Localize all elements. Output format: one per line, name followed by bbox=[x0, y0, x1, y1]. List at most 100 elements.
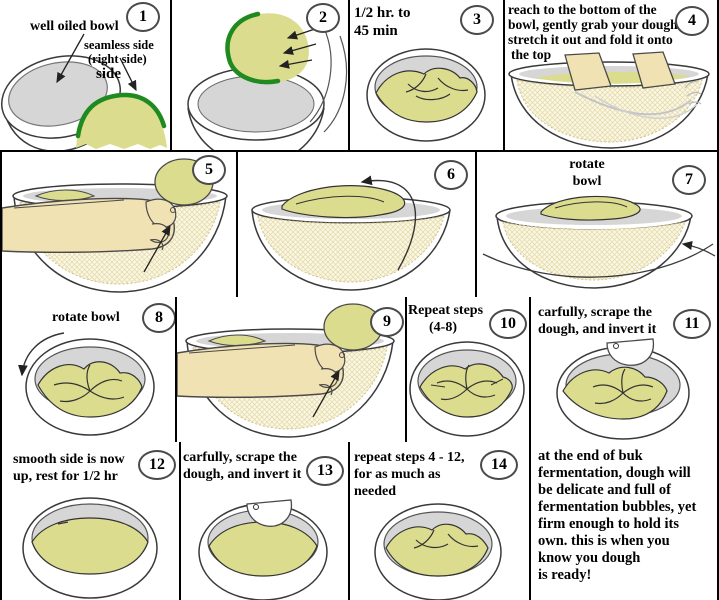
dough-crease bbox=[465, 364, 470, 390]
step-1-drawing bbox=[0, 33, 167, 150]
dough-smooth bbox=[208, 521, 318, 577]
step-8-drawing bbox=[18, 332, 155, 436]
arm-faint-outline bbox=[574, 91, 692, 116]
panel-step-6: 6 bbox=[238, 152, 477, 297]
step-10-badge: 10 bbox=[489, 309, 527, 339]
panel-step-1: well oiled bowl seamless side (right sid… bbox=[0, 0, 172, 150]
step-10-drawing bbox=[409, 341, 525, 437]
final-note-line: be delicate and full of bbox=[538, 482, 671, 498]
dough-lump bbox=[34, 189, 96, 201]
step-7-caption-line-2: bowl bbox=[572, 174, 602, 189]
step-14-caption-line-3: needed bbox=[354, 484, 396, 499]
dough-crease bbox=[415, 93, 451, 101]
fold-arrow bbox=[360, 175, 417, 271]
hand-faint-fingers bbox=[684, 81, 702, 105]
step-13-caption-line-2: dough, and invert it bbox=[183, 467, 302, 482]
panel-step-5: 5 bbox=[0, 152, 238, 297]
step-10-caption-line-1: Repeat steps bbox=[408, 303, 484, 318]
panel-step-7: rotate bowl 7 bbox=[477, 152, 719, 297]
dough-smooth bbox=[31, 517, 149, 575]
panel-step-13: carfully, scrape the dough, and invert i… bbox=[181, 442, 350, 600]
final-note-line: fermentation, dough will bbox=[538, 465, 691, 481]
dough-crease bbox=[447, 533, 479, 548]
final-note-line: at the end of buk bbox=[538, 448, 643, 464]
arm-right bbox=[632, 51, 676, 89]
dough bbox=[375, 67, 478, 123]
hand bbox=[145, 198, 177, 228]
step-3-badge: 3 bbox=[460, 5, 494, 35]
dough-mound bbox=[540, 195, 641, 221]
scraper-hole bbox=[613, 343, 619, 349]
dough-crease bbox=[621, 368, 626, 394]
panel-final-note: at the end of buk fermentation, dough wi… bbox=[531, 442, 719, 600]
step-13-drawing bbox=[198, 499, 328, 600]
final-note-text: at the end of buk fermentation, dough wi… bbox=[538, 448, 696, 584]
flip-arrow-2 bbox=[282, 43, 317, 55]
dough-crease bbox=[466, 388, 496, 398]
dough-crease bbox=[89, 378, 123, 392]
step-11-caption-line-1: carfully, scrape the bbox=[538, 305, 652, 320]
dough-crease bbox=[413, 529, 435, 549]
final-note-line: is ready! bbox=[538, 567, 592, 583]
arrow-to-bowl bbox=[56, 33, 85, 84]
thumb-nail bbox=[170, 207, 176, 213]
scraper-hole bbox=[253, 504, 259, 510]
arm-left bbox=[564, 52, 612, 91]
panel-step-3: 1/2 hr. to 45 min 3 bbox=[350, 0, 505, 150]
step-3-caption-line-1: 1/2 hr. to bbox=[354, 5, 411, 21]
step-8-badge: 8 bbox=[142, 303, 175, 333]
dough-crease bbox=[622, 392, 652, 402]
dough-hatch bbox=[502, 221, 686, 281]
final-note-line: own. this is when you bbox=[538, 533, 670, 549]
panel-step-9: 9 bbox=[177, 297, 407, 442]
dough-crease bbox=[405, 73, 427, 93]
arm-top-line bbox=[188, 344, 296, 354]
step-3-caption-line-2: 45 min bbox=[354, 23, 398, 39]
dough-crease bbox=[436, 380, 468, 390]
step-11-caption-line-2: dough, and invert it bbox=[538, 322, 657, 337]
step-4-caption-line-1: reach to the bottom of the bbox=[508, 2, 657, 17]
mound-line bbox=[554, 201, 628, 209]
arm-faint-outline bbox=[594, 95, 698, 120]
step-14-caption-line-2: for as much as bbox=[354, 467, 441, 482]
final-note-line: fermentation bubbles, yet bbox=[538, 499, 697, 515]
dough-crease bbox=[59, 390, 91, 403]
row-2: 5 6 bbox=[0, 150, 719, 297]
dough-crease bbox=[440, 388, 468, 401]
dough-crease bbox=[430, 378, 504, 388]
folded-dough bbox=[281, 185, 406, 219]
step-9-badge: 9 bbox=[370, 307, 404, 337]
step-5-drawing bbox=[2, 158, 228, 293]
step-12-caption-line-1: smooth side is now bbox=[13, 452, 125, 467]
dough bbox=[562, 366, 668, 420]
step-3-drawing bbox=[366, 48, 486, 142]
step-2-drawing bbox=[187, 11, 348, 150]
step-4-badge: 4 bbox=[675, 6, 709, 36]
rotate-arrow bbox=[681, 241, 716, 257]
dough-hatch bbox=[516, 79, 703, 143]
row-3: rotate bowl 8 bbox=[0, 295, 719, 442]
panel-step-8: rotate bowl 8 bbox=[0, 297, 177, 442]
step-4-caption-line-2: bowl, gently grab your dough bbox=[508, 17, 678, 32]
step-14-drawing bbox=[374, 503, 502, 600]
seam-green-edge bbox=[75, 92, 167, 139]
step-7-badge: 7 bbox=[672, 165, 706, 195]
dough-crease bbox=[86, 364, 91, 392]
flip-arrow-3 bbox=[278, 59, 313, 69]
step-2-badge: 2 bbox=[306, 3, 340, 33]
label-seamless-side: seamless side bbox=[84, 38, 154, 52]
step-9-drawing bbox=[177, 303, 395, 438]
motion-curve-1 bbox=[309, 27, 332, 123]
dough-crease bbox=[89, 390, 125, 400]
thumb-nail bbox=[339, 352, 345, 358]
row-1: well oiled bowl seamless side (right sid… bbox=[0, 0, 719, 150]
dough-crease bbox=[466, 380, 498, 390]
dough-lump bbox=[207, 334, 267, 346]
panel-step-14: repeat steps 4 - 12, for as much as need… bbox=[350, 442, 531, 600]
panel-step-10: Repeat steps (4-8) 10 bbox=[407, 297, 531, 442]
panel-step-11: carfully, scrape the dough, and invert i… bbox=[531, 297, 719, 442]
arrow-to-seam bbox=[119, 57, 137, 92]
step-13-badge: 13 bbox=[306, 456, 344, 486]
step-4-drawing bbox=[508, 51, 710, 149]
